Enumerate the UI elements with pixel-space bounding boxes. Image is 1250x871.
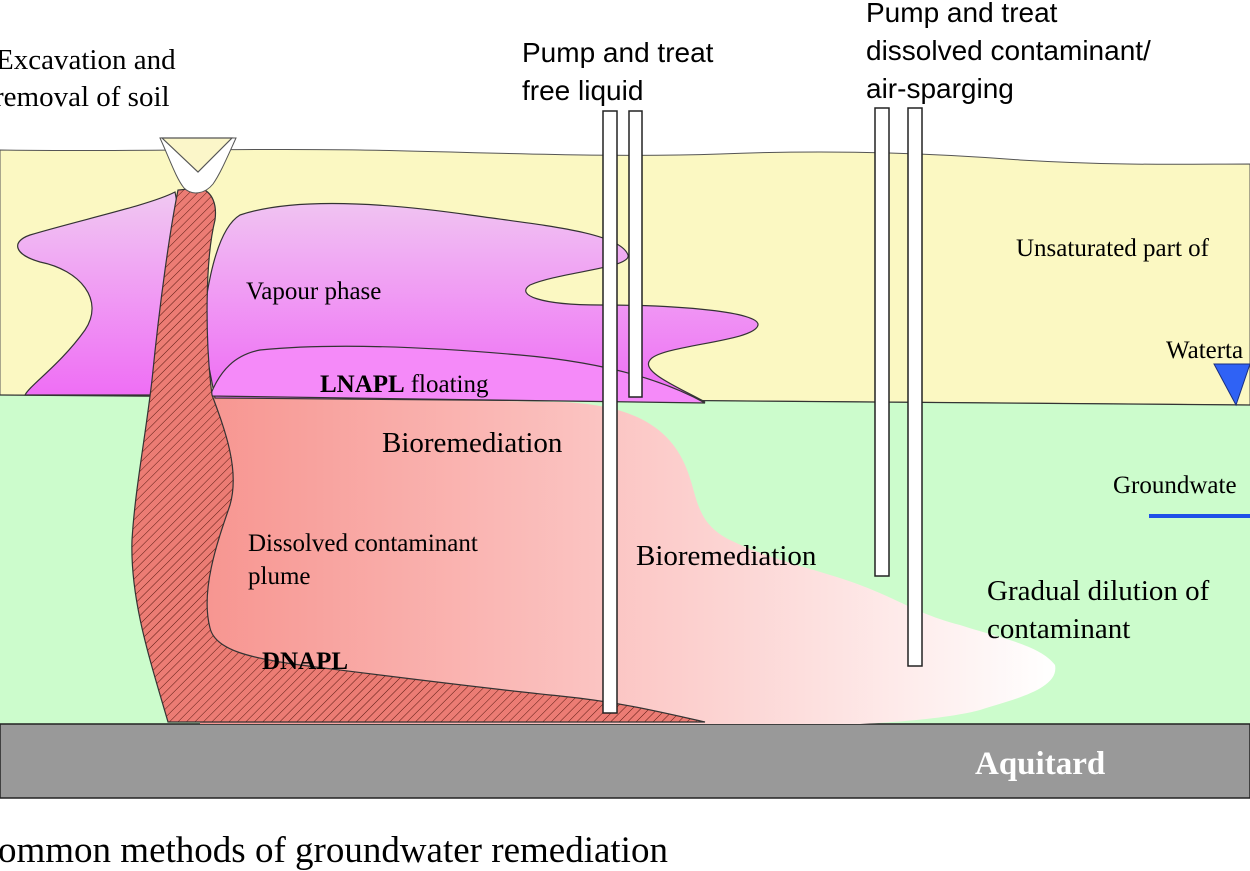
dnapl-body [131, 187, 706, 723]
dissolved-plume [200, 396, 1056, 724]
excavation-label-line2: removal of soil [0, 81, 170, 113]
pump-free-liquid-label-line2: free liquid [522, 75, 643, 106]
lnapl-floating: floating [411, 371, 489, 398]
excavation-label-line1: Excavation and [0, 44, 176, 76]
watertable-label: Waterta [1166, 337, 1243, 364]
bioremediation-label-2: Bioremediation [636, 540, 817, 572]
well-free-liquid-long [602, 110, 618, 714]
well-dissolved-long [907, 107, 923, 667]
watertable-triangle-icon [1213, 363, 1250, 407]
bioremediation-label-1: Bioremediation [382, 427, 563, 459]
unsaturated-label: Unsaturated part of [1016, 235, 1210, 262]
dissolved-plume-label-line1: Dissolved contaminant [248, 530, 478, 557]
well-free-liquid-short [628, 110, 643, 398]
groundwater-label: Groundwate [1113, 472, 1237, 499]
dilution-label-line1: Gradual dilution of [987, 575, 1210, 607]
vapour-phase [17, 191, 759, 403]
aquitard-layer [0, 723, 1250, 799]
pump-dissolved-label-line1: Pump and treat [866, 0, 1058, 28]
dnapl-label: DNAPL [262, 648, 348, 675]
dissolved-plume-label-line2: plume [248, 563, 311, 590]
pump-dissolved-label-line2: dissolved contaminant/ [866, 35, 1151, 66]
figure-caption: ommon methods of groundwater remediation [0, 830, 668, 871]
pump-dissolved-label-line3: air-sparging [866, 73, 1014, 104]
vapour-phase-label: Vapour phase [246, 278, 381, 305]
dilution-label-line2: contaminant [987, 613, 1130, 645]
excavation-funnel [160, 137, 234, 173]
lnapl-bold: LNAPL [320, 371, 405, 398]
aquitard-label: Aquitard [975, 746, 1105, 782]
pump-free-liquid-label-line1: Pump and treat [522, 37, 714, 68]
well-dissolved-short [874, 107, 890, 577]
